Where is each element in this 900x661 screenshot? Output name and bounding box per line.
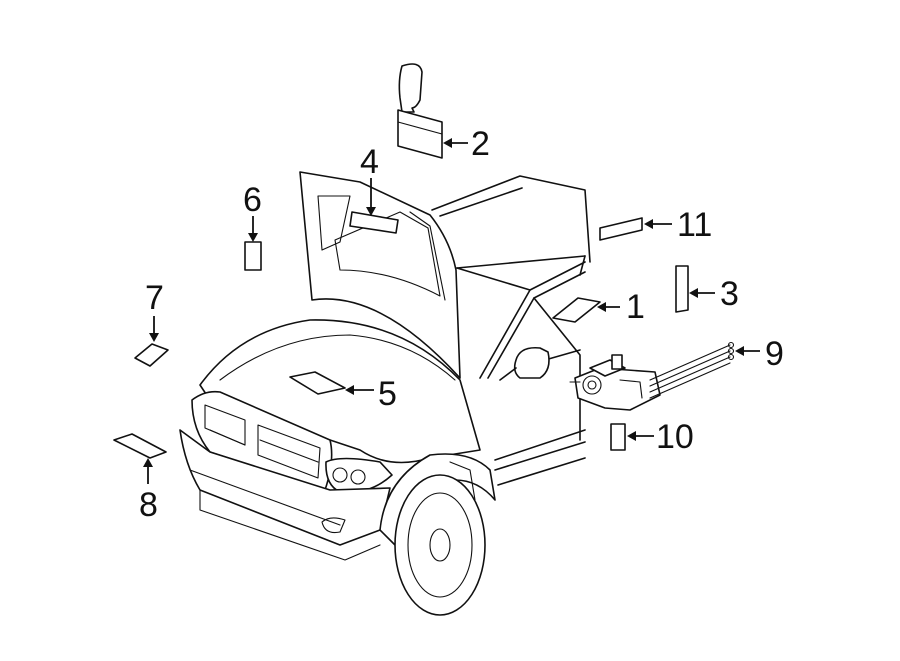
part-11-label bbox=[599, 217, 643, 241]
callout-7: 7 bbox=[145, 279, 164, 317]
callout-4-arrowhead bbox=[366, 207, 376, 216]
callout-7-arrowhead bbox=[149, 333, 159, 342]
callout-5-arrowhead bbox=[345, 385, 354, 395]
callout-9-arrowhead bbox=[735, 346, 744, 356]
callout-8-arrowhead bbox=[143, 458, 153, 467]
callout-1-arrowhead bbox=[597, 302, 606, 312]
truck-illustration bbox=[179, 171, 591, 616]
callout-3-arrowhead bbox=[689, 288, 698, 298]
part-2-tag bbox=[397, 63, 443, 159]
part-3-label bbox=[675, 265, 689, 313]
callout-5: 5 bbox=[378, 375, 397, 413]
callout-11-arrowhead bbox=[644, 219, 653, 229]
part-6-label bbox=[244, 241, 262, 271]
callout-2-arrowhead bbox=[443, 138, 452, 148]
callout-1: 1 bbox=[626, 288, 645, 326]
callout-11: 11 bbox=[677, 206, 712, 244]
callout-6-arrowhead bbox=[248, 233, 258, 242]
callout-3: 3 bbox=[720, 275, 739, 313]
part-9-module bbox=[569, 341, 735, 411]
callout-2: 2 bbox=[471, 125, 490, 163]
label-5-shape bbox=[289, 371, 346, 395]
part-1-label bbox=[552, 297, 601, 323]
callout-6: 6 bbox=[243, 181, 262, 219]
callout-10-arrowhead bbox=[627, 431, 636, 441]
callout-9: 9 bbox=[765, 335, 784, 373]
part-10-label bbox=[610, 423, 626, 451]
part-8-label bbox=[113, 433, 167, 459]
part-7-label bbox=[134, 343, 169, 367]
callout-10: 10 bbox=[656, 418, 694, 456]
callout-8: 8 bbox=[139, 486, 158, 524]
label-4-shape bbox=[349, 211, 399, 234]
callout-4: 4 bbox=[360, 143, 379, 181]
